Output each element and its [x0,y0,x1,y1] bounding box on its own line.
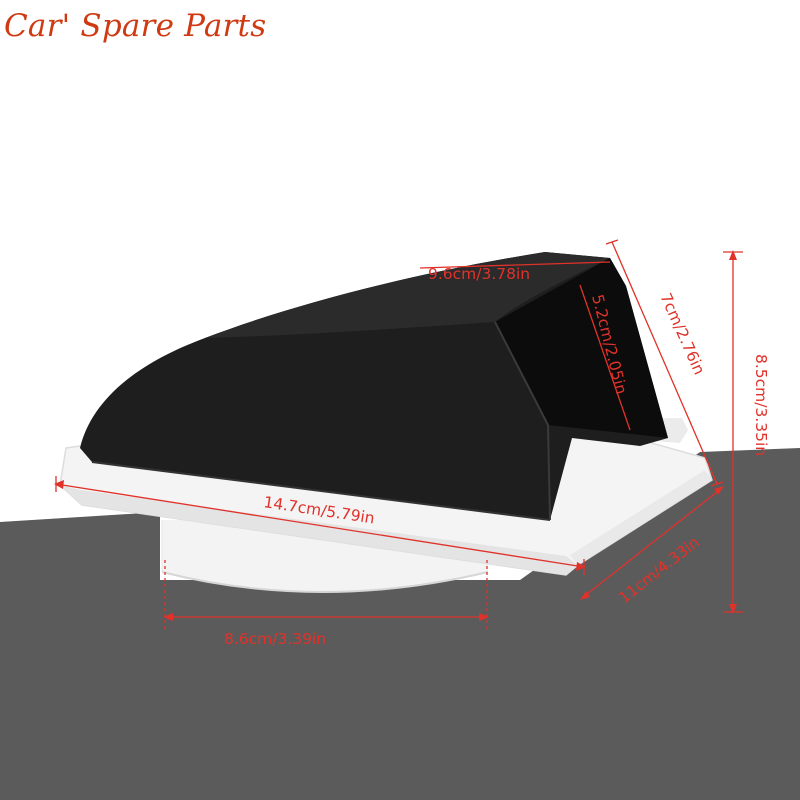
brand-watermark: Car' Spare Parts [4,8,267,44]
dim-pipe-diameter: 8.6cm/3.39in [224,630,326,648]
dim-top-width: 9.6cm/3.78in [428,265,530,283]
black-hood [80,252,668,521]
dim-total-height: 8.5cm/3.35in [752,354,770,456]
dimension-arrows [54,250,737,621]
dim-hood-depth: 7cm/2.76in [656,290,708,377]
dimension-lines [55,239,743,630]
